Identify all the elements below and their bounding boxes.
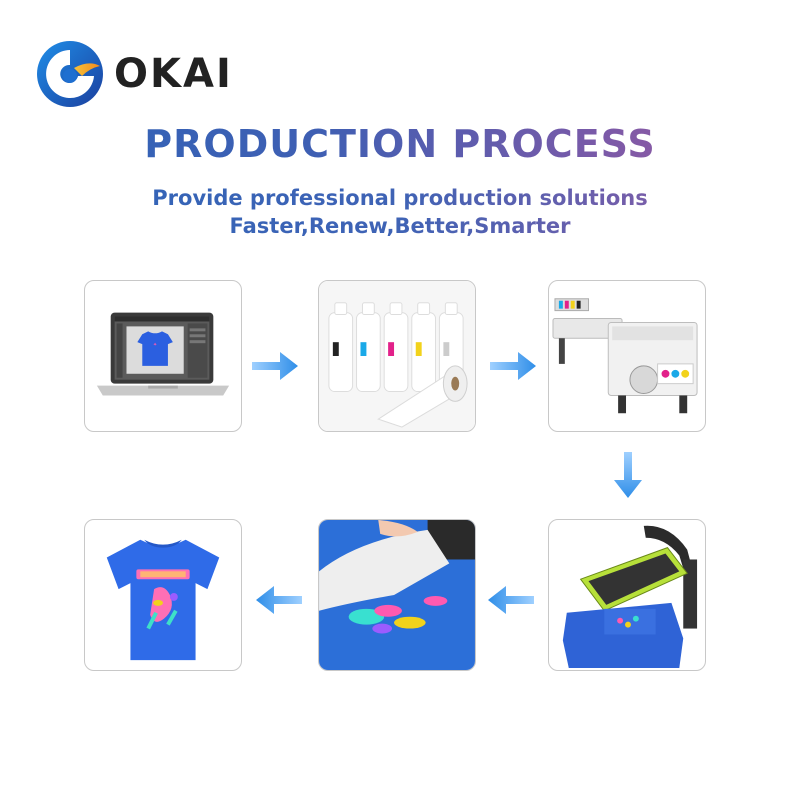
step-dtf-printing xyxy=(548,280,706,432)
step-heat-press xyxy=(548,519,706,671)
brand-name: OKAI xyxy=(114,51,233,97)
ink-bottles-and-film-roll-icon xyxy=(319,281,475,431)
arrow-right-icon xyxy=(490,352,536,380)
okai-swirl-logo-icon xyxy=(37,41,103,107)
step-peel-film xyxy=(318,519,476,671)
subtitle-line-2: Faster,Renew,Better,Smarter xyxy=(0,212,800,240)
printed-tshirt-icon xyxy=(106,539,220,661)
step-finished-tshirt xyxy=(84,519,242,671)
step-design-on-laptop: ✦ xyxy=(84,280,242,432)
heat-press-icon xyxy=(562,525,698,669)
step-ink-and-film xyxy=(318,280,476,432)
arrow-left-icon xyxy=(256,586,302,614)
subtitle-line-1: Provide professional production solution… xyxy=(0,184,800,212)
arrow-right-icon xyxy=(252,352,298,380)
page-title: PRODUCTION PROCESS xyxy=(0,118,800,170)
arrow-down-icon xyxy=(614,452,642,498)
dtf-printer-icon xyxy=(552,298,698,414)
svg-text:✦: ✦ xyxy=(153,342,157,348)
arrow-left-icon xyxy=(488,586,534,614)
laptop-design-icon: ✦ xyxy=(96,312,230,396)
peel-transfer-film-icon xyxy=(319,520,475,670)
